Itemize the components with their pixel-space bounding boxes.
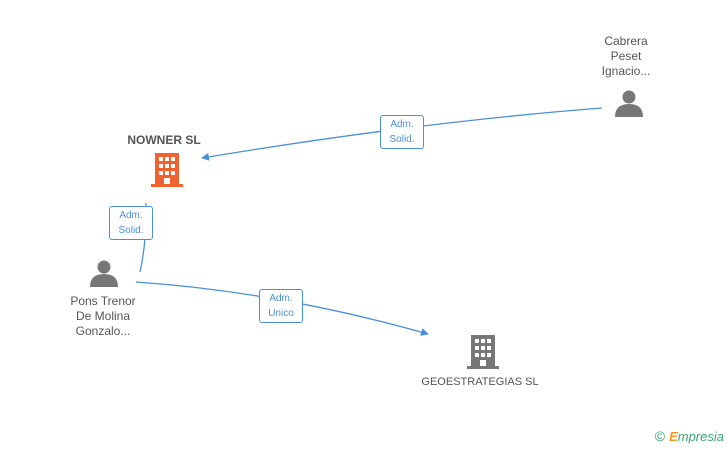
building-icon[interactable] xyxy=(151,153,183,187)
footer-brand: ©Empresia xyxy=(655,428,724,444)
copyright-symbol: © xyxy=(654,428,666,444)
company-label-nowner[interactable]: NOWNER SL xyxy=(127,133,201,147)
edge-label-line: Adm. xyxy=(390,119,414,130)
edge-label-pons-geoestrategias[interactable]: Adm. Unico xyxy=(259,289,303,323)
label-line: Pons Trenor xyxy=(70,294,136,308)
edge-label-line: Solid. xyxy=(118,225,144,236)
edge-label-cabrera-nowner[interactable]: Adm. Solid. xyxy=(380,115,424,149)
person-label-cabrera[interactable]: Cabrera Peset Ignacio... xyxy=(596,34,656,79)
edge-label-line: Unico xyxy=(268,308,294,319)
person-label-pons[interactable]: Pons Trenor De Molina Gonzalo... xyxy=(58,294,148,339)
edge-label-line: Adm. xyxy=(119,210,143,221)
edge-label-pons-nowner[interactable]: Adm. Solid. xyxy=(109,206,153,240)
label-line: Cabrera xyxy=(604,34,648,48)
label-line: De Molina xyxy=(75,309,131,323)
brand-initial: E xyxy=(669,429,678,444)
person-icon[interactable] xyxy=(615,90,643,118)
label-line: Gonzalo... xyxy=(75,324,131,338)
label-line: Ignacio... xyxy=(601,64,651,78)
edge-label-line: Solid. xyxy=(389,134,415,145)
person-icon[interactable] xyxy=(90,260,118,288)
edge-label-line: Adm. xyxy=(269,293,293,304)
company-label-geoestrategias[interactable]: GEOESTRATEGIAS SL xyxy=(421,376,539,388)
label-line: Peset xyxy=(610,49,642,63)
brand-name: mpresia xyxy=(677,429,724,444)
building-icon[interactable] xyxy=(467,335,499,369)
